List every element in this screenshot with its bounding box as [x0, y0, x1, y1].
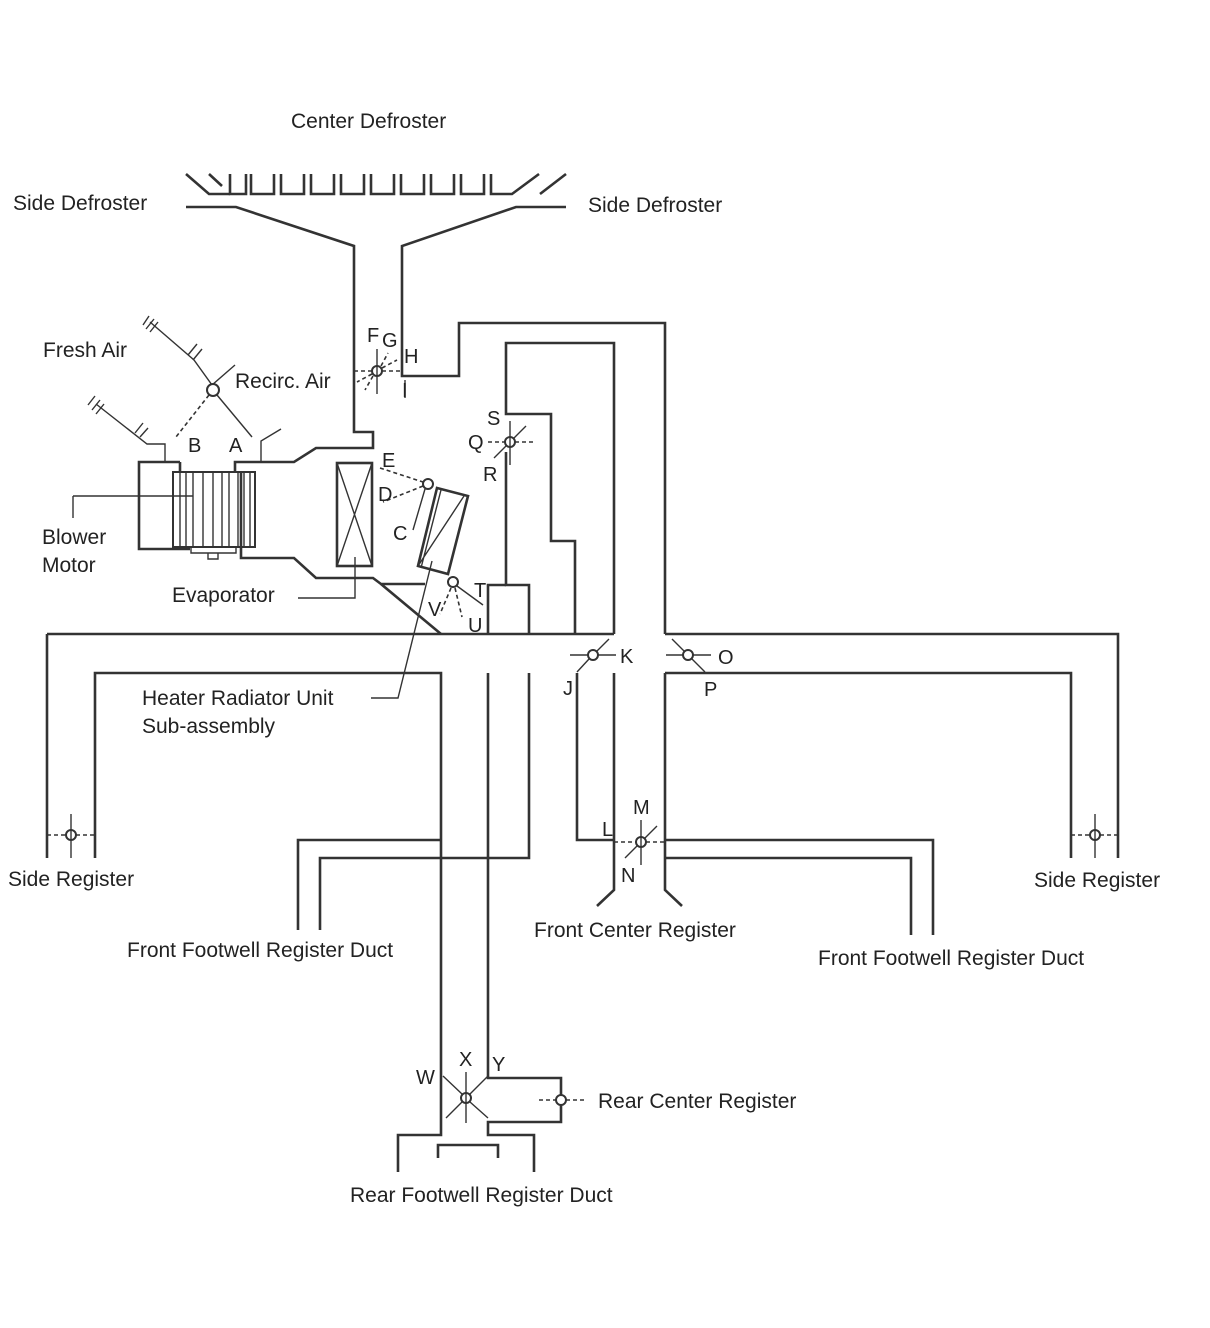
damper-letter-c: C	[393, 523, 407, 545]
damper-op	[666, 638, 711, 673]
damper-letter-a: A	[229, 435, 243, 457]
rear-center-register-label: Rear Center Register	[598, 1090, 796, 1113]
main-manifold	[45, 632, 1120, 1172]
damper-letter-u: U	[468, 615, 482, 637]
damper-letter-b: B	[188, 435, 201, 457]
side-register-left-damper	[47, 814, 95, 858]
damper-letter-q: Q	[468, 432, 484, 454]
side-defroster-right-label: Side Defroster	[588, 194, 722, 217]
evaporator-label: Evaporator	[172, 584, 275, 607]
blower-motor-label-line1: Blower	[42, 526, 106, 549]
side-register-right-damper	[1071, 814, 1118, 858]
evaporator-leader-line	[298, 557, 356, 599]
defroster-duct	[186, 205, 667, 634]
damper-letter-x: X	[459, 1049, 472, 1071]
fresh-air-label: Fresh Air	[43, 339, 127, 362]
defroster-damper	[354, 349, 406, 398]
intake-damper-pivot	[206, 383, 220, 397]
damper-position-a	[216, 394, 253, 438]
front-footwell-left-label: Front Footwell Register Duct	[127, 939, 393, 962]
upper-plenum-duct	[486, 341, 616, 634]
damper-wxy	[442, 1072, 489, 1123]
center-defroster-label: Center Defroster	[291, 110, 446, 133]
damper-letter-r: R	[483, 464, 497, 486]
side-defroster-left-label: Side Defroster	[13, 192, 147, 215]
damper-letter-s: S	[487, 408, 500, 430]
rear-footwell-label: Rear Footwell Register Duct	[350, 1184, 613, 1207]
damper-letter-l: L	[602, 819, 613, 841]
side-register-left-label: Side Register	[8, 868, 134, 891]
upper-damper	[488, 421, 534, 465]
damper-letter-k: K	[620, 646, 634, 668]
damper-letter-h: H	[404, 346, 418, 368]
rear-center-register-damper	[539, 1094, 585, 1106]
damper-letter-d: D	[378, 484, 392, 506]
heater-core	[371, 486, 470, 699]
heater-outlet-damper	[439, 576, 484, 618]
heater-radiator-label-line2: Sub-assembly	[142, 715, 276, 738]
heater-leader-line	[371, 560, 433, 699]
air-mix-damper	[379, 467, 434, 531]
front-center-register-label: Front Center Register	[534, 919, 736, 942]
damper-letter-w: W	[416, 1067, 435, 1089]
damper-position-b	[175, 394, 210, 438]
damper-letter-j: J	[563, 678, 573, 700]
damper-lmn	[614, 820, 665, 865]
damper-letter-t: T	[474, 580, 486, 602]
damper-letter-e: E	[382, 450, 395, 472]
damper-jk	[570, 638, 616, 673]
blower-motor-label-line2: Motor	[42, 554, 96, 577]
center-defroster-vents	[185, 172, 567, 196]
damper-letter-n: N	[621, 865, 635, 887]
damper-letter-f: F	[367, 325, 379, 347]
damper-letter-g: G	[382, 330, 398, 352]
side-register-right-label: Side Register	[1034, 869, 1160, 892]
intake-ducts	[87, 315, 282, 462]
damper-letter-y: Y	[492, 1054, 505, 1076]
damper-letter-p: P	[704, 679, 717, 701]
heater-radiator-label-line1: Heater Radiator Unit	[142, 687, 334, 710]
recirc-air-label: Recirc. Air	[235, 370, 331, 393]
damper-letter-i: I	[402, 380, 408, 402]
evaporator	[298, 461, 374, 599]
damper-letter-m: M	[633, 797, 650, 819]
damper-letter-v: V	[428, 599, 442, 621]
damper-letter-o: O	[718, 647, 734, 669]
front-footwell-right-label: Front Footwell Register Duct	[818, 947, 1084, 970]
